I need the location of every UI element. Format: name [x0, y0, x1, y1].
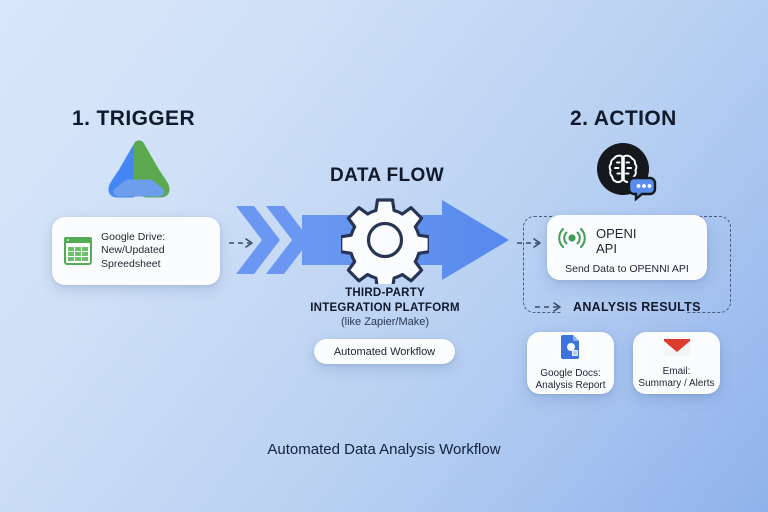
- platform-line-2: INTEGRATION PLATFORM: [310, 301, 460, 314]
- google-docs-icon: [560, 334, 582, 365]
- automated-workflow-pill[interactable]: Automated Workflow: [314, 339, 455, 364]
- openi-api-subtitle: Send Data to OPENNI API: [565, 263, 689, 275]
- action-heading: 2. ACTION: [570, 107, 677, 130]
- openi-api-title: OPENI API: [596, 225, 637, 256]
- analysis-results-label: ANALYSIS RESULTS: [573, 300, 701, 314]
- data-flow-heading: DATA FLOW: [330, 165, 445, 186]
- trigger-source-card[interactable]: Google Drive: New/Updated Spreedsheet: [52, 217, 220, 285]
- email-icon: [663, 336, 691, 363]
- result-card-email-caption: Email: Summary / Alerts: [638, 365, 715, 390]
- google-drive-logo: [102, 140, 176, 204]
- brain-chat-icon: [596, 142, 658, 204]
- connector-arrow-trigger-to-flow: [228, 236, 258, 254]
- platform-line-3: (like Zapier/Make): [340, 316, 430, 328]
- platform-label-group: THIRD-PARTY INTEGRATION PLATFORM (like Z…: [270, 286, 500, 330]
- openi-api-card[interactable]: OPENI API Send Data to OPENNI API: [547, 215, 707, 280]
- result-card-google-docs-caption: Google Docs: Analysis Report: [535, 367, 606, 392]
- trigger-heading: 1. TRIGGER: [72, 107, 196, 130]
- result-card-email[interactable]: Email: Summary / Alerts: [633, 332, 720, 394]
- connector-arrow-flow-to-action: [516, 236, 546, 254]
- openi-api-icon: [557, 223, 587, 258]
- results-arrow-left: [534, 300, 568, 318]
- gear-icon: [339, 196, 431, 291]
- trigger-card-label: Google Drive: New/Updated Spreedsheet: [101, 230, 166, 270]
- google-sheets-icon: [64, 237, 92, 265]
- automated-workflow-label: Automated Workflow: [333, 345, 436, 358]
- results-label-backdrop: [562, 303, 686, 315]
- result-card-google-docs[interactable]: Google Docs: Analysis Report: [527, 332, 614, 394]
- platform-line-1: THIRD-PARTY: [345, 287, 425, 299]
- diagram-caption: Automated Data Analysis Workflow: [267, 441, 501, 458]
